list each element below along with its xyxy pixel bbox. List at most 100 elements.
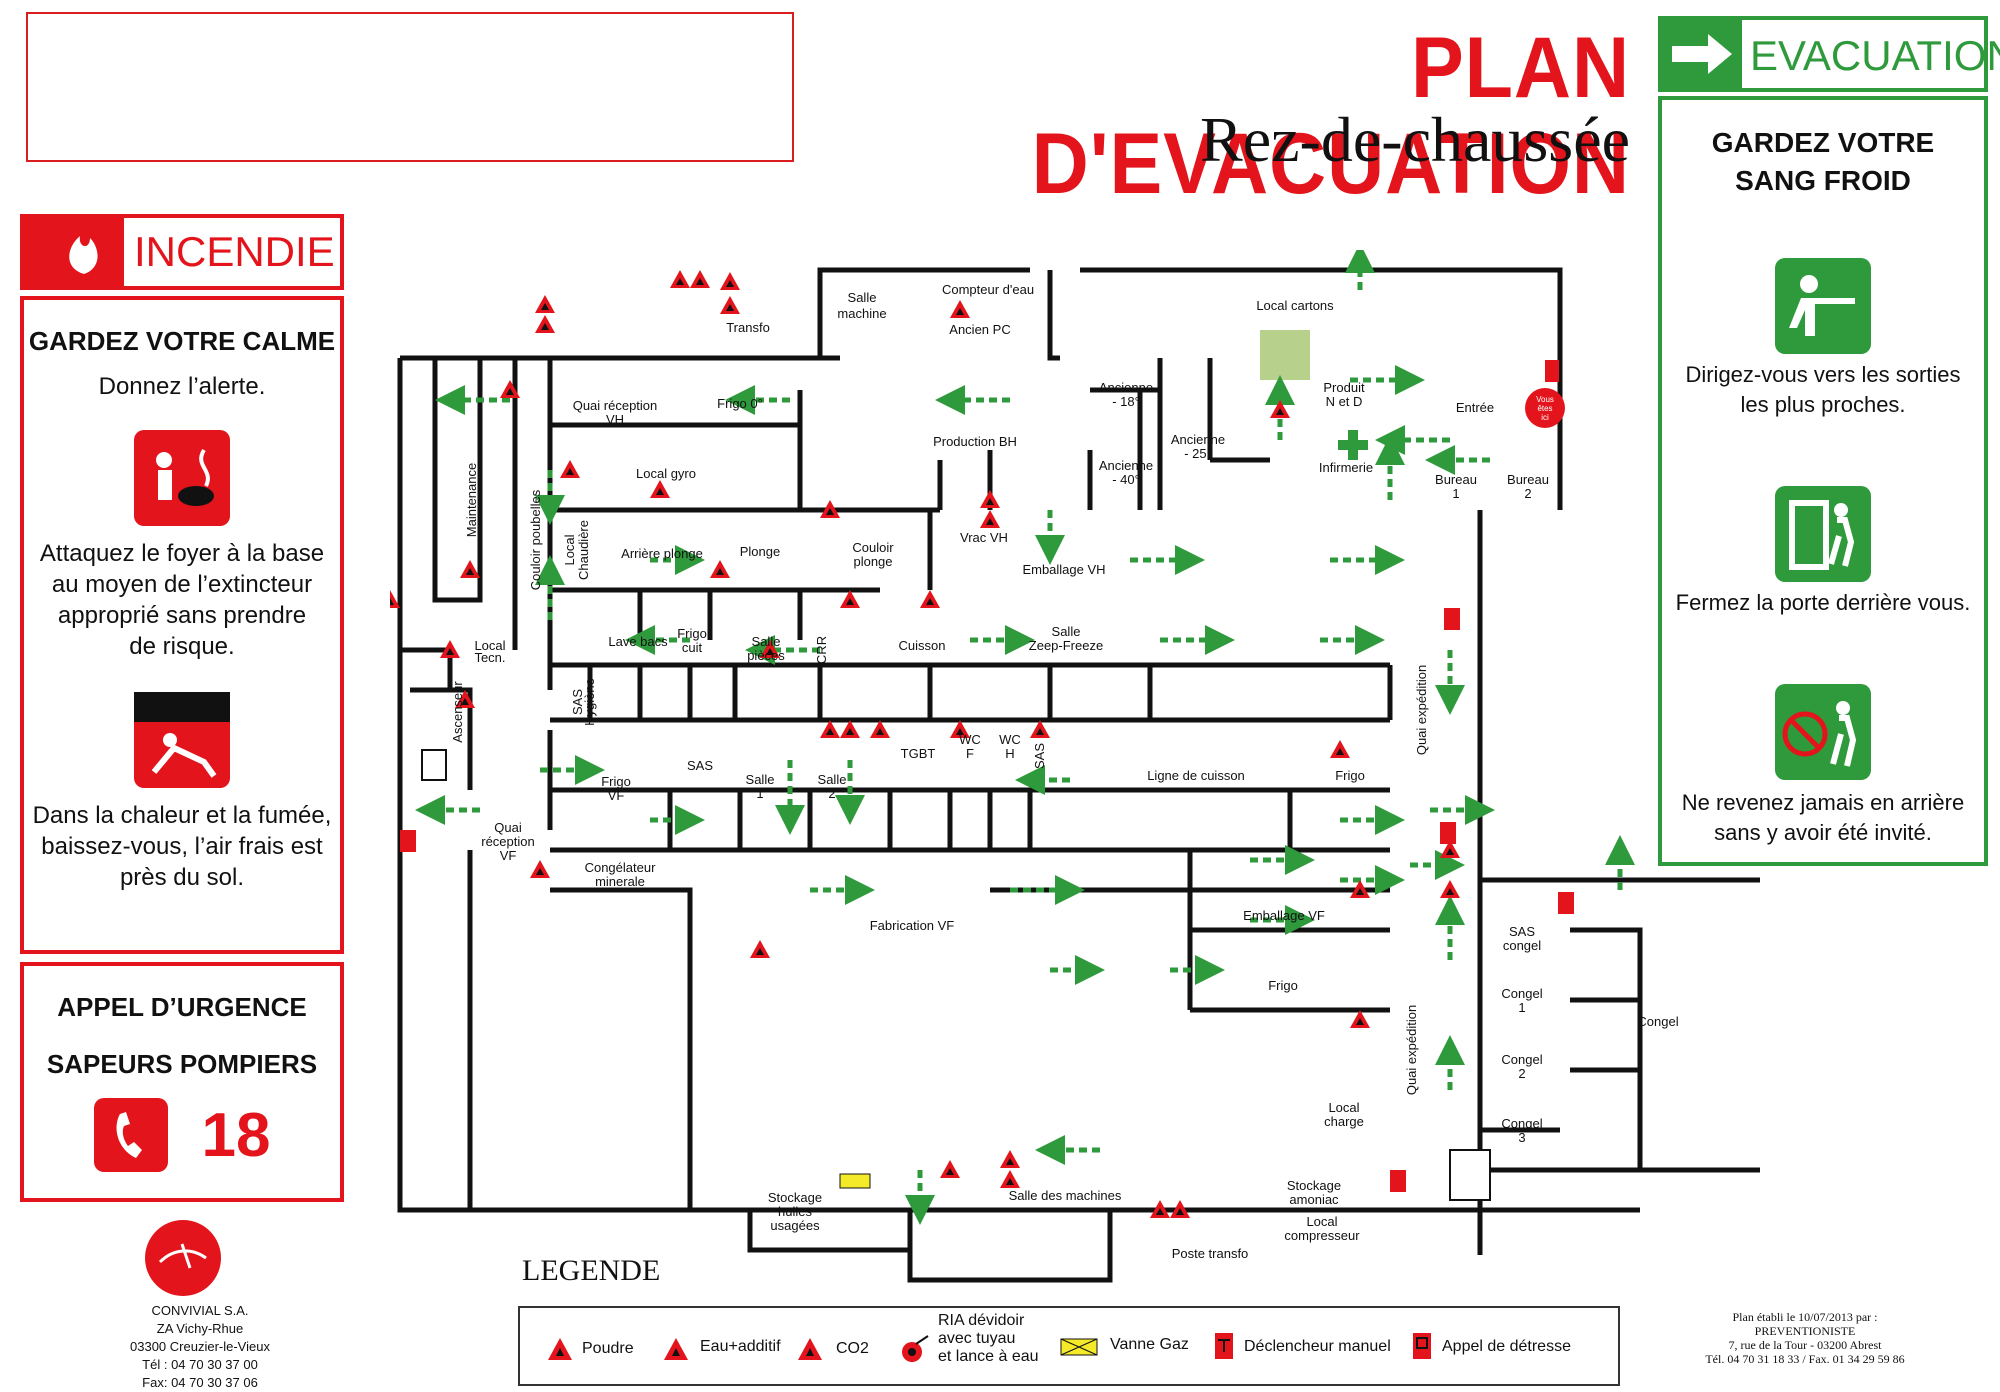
room-label: amoniac (1289, 1192, 1339, 1207)
legend-item: Appel de détresse (1442, 1338, 1571, 1355)
room-label: 2 (1524, 486, 1531, 501)
stairs (1449, 1149, 1491, 1201)
room-label: Stockage (768, 1190, 822, 1205)
room-label: Transfo (726, 320, 770, 335)
room-label: VF (500, 848, 517, 863)
phone-icon (93, 1098, 168, 1172)
room-labels: Salle machine Compteur d'eau Transfo Anc… (450, 282, 1679, 1261)
room-label: VF (608, 788, 625, 803)
smoke-line: baissez-vous, l’air frais est (41, 833, 323, 860)
manual-alarms (400, 360, 1574, 1192)
legend-title: LEGENDE (522, 1254, 661, 1287)
incendie-label: INCENDIE (134, 228, 335, 275)
powder-extinguisher-icon (548, 1338, 572, 1360)
legend: Poudre Eau+additif CO2 RIA dévidoir avec… (518, 1306, 1620, 1386)
room-label: Congel (1501, 986, 1542, 1001)
company-fax: Fax: 04 70 30 37 06 (142, 1375, 258, 1390)
room-label: - 18° (1112, 394, 1140, 409)
room-label: 2 (828, 786, 835, 801)
ria-line: avec tuyau (938, 1330, 1016, 1347)
gas-valve-icon (1060, 1338, 1098, 1356)
room-label: Plonge (740, 544, 780, 559)
urgence-panel: APPEL D’URGENCE SAPEURS POMPIERS 18 (20, 962, 344, 1202)
room-label: Frigo (1335, 768, 1365, 783)
room-label: SAS (687, 758, 713, 773)
room-label: Infirmerie (1319, 460, 1373, 475)
walls (397, 267, 1760, 1283)
room-label: Compteur d'eau (942, 282, 1034, 297)
room-label: usagées (770, 1218, 820, 1233)
room-label: 1 (1452, 486, 1459, 501)
extinguisher-icon (134, 430, 230, 526)
room-label: Stockage (1287, 1178, 1341, 1193)
credit-line: Plan établi le 10/07/2013 par : (1732, 1310, 1878, 1324)
sang-froid-title: GARDEZ VOTRE (1711, 127, 1935, 158)
legend-item: Eau+additif (700, 1338, 781, 1355)
room-label: Zeep-Freeze (1029, 638, 1103, 653)
step3-text: Ne revenez jamais en arrière (1681, 790, 1965, 815)
pointing-person-icon (1775, 258, 1871, 354)
room-label: SAS (1509, 924, 1535, 939)
legend-item: CO2 (836, 1340, 869, 1357)
room-label: Local gyro (636, 466, 696, 481)
room-label: Couloir (852, 540, 894, 555)
room-label: 2 (1518, 1066, 1525, 1081)
step2-text: Fermez la porte derrière vous. (1675, 590, 1971, 615)
room-label: 1 (1518, 1000, 1525, 1015)
company-address: ZA Vichy-Rhue (156, 1321, 244, 1336)
legend-item: Vanne Gaz (1110, 1336, 1189, 1353)
evacuation-arrows (415, 250, 1635, 1225)
page-subtitle: Rez-de-chaussée (1200, 104, 1630, 175)
room-label: Frigo (677, 626, 707, 641)
room-label: Salle des machines (1009, 1188, 1122, 1203)
room-label: compresseur (1284, 1228, 1360, 1243)
room-label: Salle (848, 290, 877, 305)
ria-line: et lance à eau (938, 1348, 1039, 1365)
room-label: Vrac VH (960, 530, 1008, 545)
room-label: Quai expédition (1414, 665, 1429, 755)
room-label: huiles (778, 1204, 812, 1219)
room-label: Congel (1501, 1116, 1542, 1131)
step3-text: sans y avoir été invité. (1714, 820, 1932, 845)
room-label: réception (481, 834, 534, 849)
room-label: Production BH (933, 434, 1017, 449)
room-label: - 25° (1184, 446, 1212, 461)
stairs (1260, 330, 1310, 380)
room-label: Frigo 0° (717, 396, 763, 411)
you-are-here-text: Vous (1536, 395, 1554, 404)
evacuation-panel: GARDEZ VOTRE SANG FROID Dirigez-vous ver… (1658, 96, 1988, 866)
first-aid-icon (1338, 430, 1368, 460)
smoke-crawl-icon (134, 692, 230, 788)
room-label: Maintenance (464, 463, 479, 537)
attack-line: au moyen de l’extincteur (51, 571, 313, 598)
room-label: Hygiène (582, 678, 597, 726)
room-label: Congélateur (585, 860, 656, 875)
attack-line: de risque. (129, 633, 235, 660)
room-label: Local (1306, 1214, 1337, 1229)
room-label: Arrière plonge (621, 546, 703, 561)
room-label: Emballage VF (1243, 908, 1325, 923)
room-label: pièces (747, 648, 785, 663)
room-label: Local (1328, 1100, 1359, 1115)
room-label: Local (562, 534, 577, 565)
distress-call-icon (1413, 1333, 1431, 1359)
room-label: Salle (752, 634, 781, 649)
page-title: PLAN D'EVACUATION (1031, 20, 1630, 212)
alert-text: Donnez l’alerte. (98, 373, 266, 400)
no-return-icon (1775, 684, 1871, 780)
arrow-right-icon (1662, 20, 1742, 88)
legend-item: Déclencheur manuel (1244, 1338, 1391, 1355)
you-are-here-text: ici (1541, 413, 1549, 422)
legend-item-ria: RIA dévidoir avec tuyau et lance à eau (938, 1312, 1039, 1366)
room-label: Salle (818, 772, 847, 787)
room-label: congel (1503, 938, 1541, 953)
room-label: minerale (595, 874, 645, 889)
room-label: H (1005, 746, 1014, 761)
room-label: - 40° (1112, 472, 1140, 487)
ria-line: RIA dévidoir (938, 1312, 1025, 1329)
room-label: Bureau (1507, 472, 1549, 487)
room-label: SAS (570, 689, 585, 715)
room-label: Ligne de cuisson (1147, 768, 1245, 783)
incendie-panel: GARDEZ VOTRE CALME Donnez l’alerte. Atta… (20, 296, 344, 954)
room-label: Ancienne (1099, 380, 1153, 395)
